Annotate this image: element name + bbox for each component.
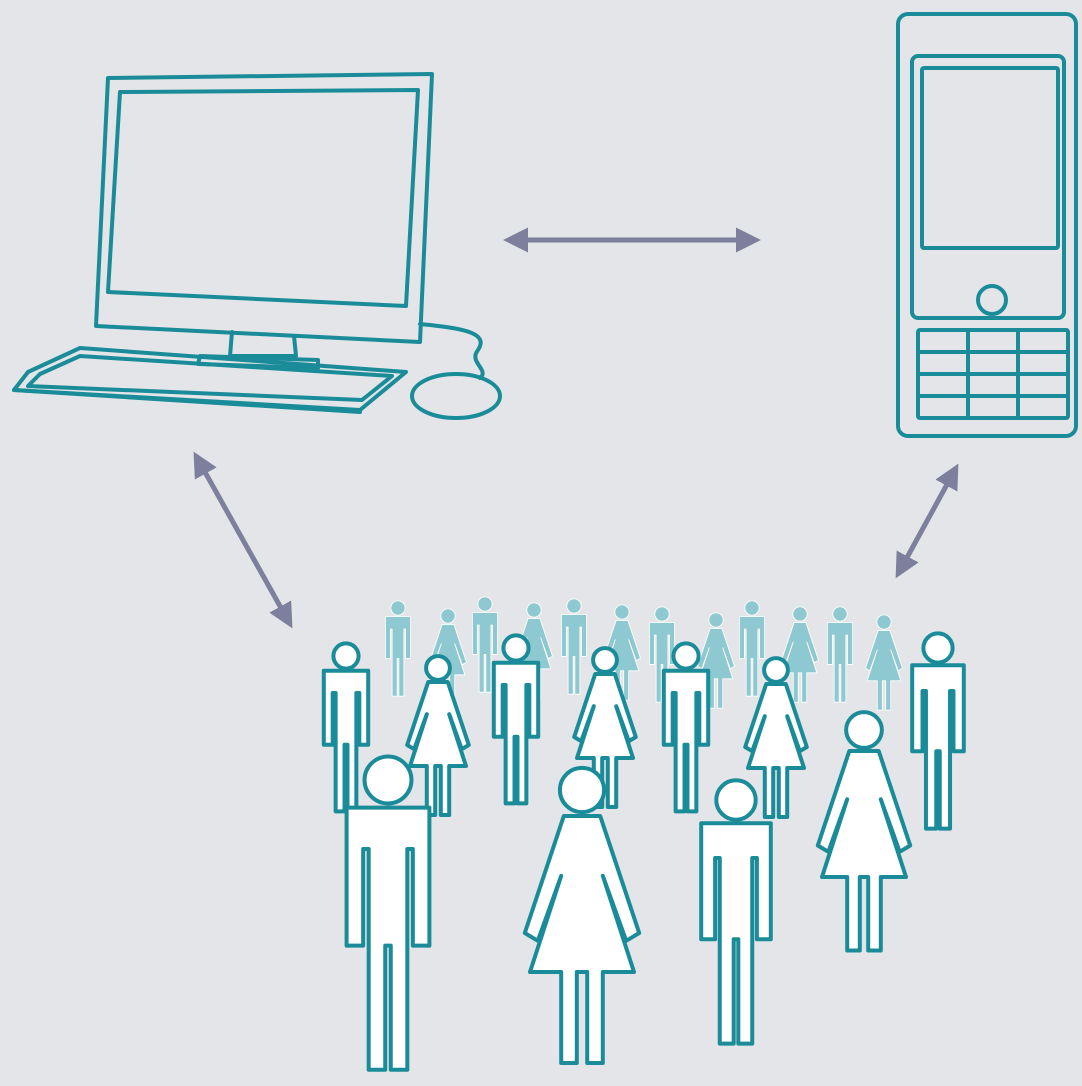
desktop-computer-icon	[12, 72, 502, 420]
woman-figure	[743, 656, 809, 819]
arrow-phone-crowd	[895, 463, 959, 579]
crowd-of-people-icon	[321, 596, 966, 1072]
woman-figure	[815, 710, 913, 953]
man-figure	[471, 596, 499, 693]
man-figure	[661, 641, 711, 814]
man-figure	[699, 778, 773, 1046]
man-figure	[910, 631, 966, 831]
woman-figure	[697, 612, 735, 709]
man-figure	[344, 754, 432, 1072]
mobile-phone-icon	[896, 12, 1078, 438]
woman-figure	[603, 604, 641, 701]
man-figure	[560, 598, 588, 695]
woman-figure	[522, 765, 642, 1065]
woman-figure	[781, 606, 819, 703]
woman-figure	[405, 654, 471, 817]
arrow-computer-crowd	[193, 451, 293, 629]
woman-figure	[865, 614, 903, 711]
man-figure	[321, 641, 371, 814]
man-figure	[826, 606, 854, 703]
man-figure	[491, 633, 541, 806]
woman-figure	[572, 646, 638, 809]
man-figure	[648, 606, 676, 703]
man-figure	[738, 600, 766, 697]
man-figure	[384, 600, 412, 697]
